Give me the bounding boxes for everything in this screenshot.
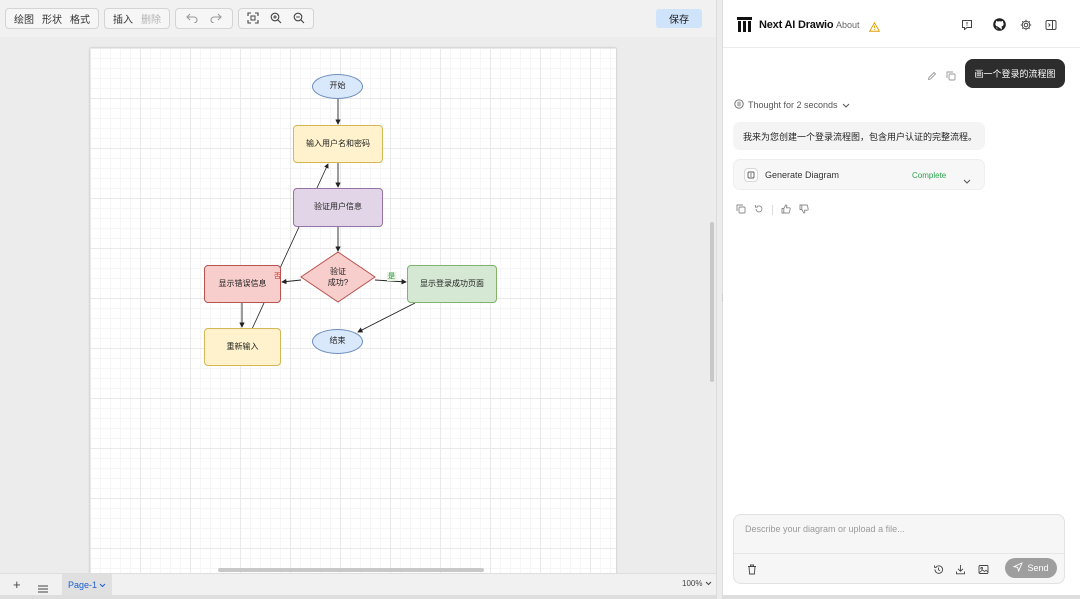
chat-bottom-edge: [723, 595, 1080, 599]
feedback-icon[interactable]: [961, 18, 973, 36]
edit-group: 插入 删除: [104, 7, 170, 29]
assistant-message: 我来为您创建一个登录流程图，包含用户认证的完整流程。: [733, 122, 985, 150]
settings-gear-icon[interactable]: [1020, 18, 1032, 36]
insert-button[interactable]: 插入: [113, 14, 133, 26]
send-button[interactable]: Send: [1005, 558, 1057, 578]
panel-resizer[interactable]: ⋮: [716, 0, 727, 599]
tool-status: Complete: [912, 171, 947, 180]
node-end[interactable]: 结束: [312, 329, 363, 354]
thought-toggle[interactable]: Thought for 2 seconds: [734, 99, 850, 111]
zoom-group: [238, 7, 314, 29]
delete-button[interactable]: 删除: [141, 14, 161, 26]
diagram-edges: [239, 99, 416, 333]
add-page-icon[interactable]: +: [13, 577, 21, 592]
node-start[interactable]: 开始: [312, 74, 363, 99]
thought-label: Thought for 2 seconds: [748, 100, 838, 110]
node-show-success[interactable]: 显示登录成功页面: [407, 265, 497, 303]
menu-group: 绘图 形状 格式: [5, 7, 99, 29]
tool-icon: [744, 168, 758, 182]
user-message: 画一个登录的流程图: [965, 59, 1065, 88]
decision-line-2: 成功?: [327, 278, 349, 287]
send-label: Send: [1027, 563, 1049, 573]
diagram-canvas[interactable]: 开始 输入用户名和密码 验证用户信息 验证 成功? 显示错误信息 显示登录成功页…: [0, 37, 716, 573]
node-reenter[interactable]: 重新输入: [204, 328, 281, 366]
node-verify-user[interactable]: 验证用户信息: [293, 188, 383, 227]
node-show-error[interactable]: 显示错误信息: [204, 265, 281, 303]
fit-icon[interactable]: [247, 12, 259, 24]
history-icon[interactable]: [933, 562, 944, 580]
app-logo-icon: [737, 17, 752, 37]
zoom-in-icon[interactable]: [270, 12, 282, 24]
about-link[interactable]: About: [836, 20, 860, 30]
vertical-scrollbar[interactable]: [710, 222, 714, 382]
node-input-credentials[interactable]: 输入用户名和密码: [293, 125, 383, 163]
horizontal-scrollbar[interactable]: [218, 568, 484, 572]
thumbs-up-icon[interactable]: [781, 201, 791, 219]
clear-chat-icon[interactable]: [747, 562, 757, 580]
warning-icon[interactable]: [868, 19, 881, 37]
thumbs-down-icon[interactable]: [799, 201, 809, 219]
app-title: Next AI Drawio: [759, 19, 834, 31]
zoom-level: 100%: [682, 579, 703, 588]
chat-header: Next AI Drawio About: [723, 0, 1080, 48]
undo-icon[interactable]: [186, 13, 198, 23]
chat-input-card: Send: [733, 514, 1065, 584]
page-tab-label: Page-1: [67, 579, 98, 590]
zoom-chevron-icon: [705, 579, 712, 588]
save-button[interactable]: 保存: [656, 9, 702, 28]
tool-call-card[interactable]: Generate Diagram Complete: [733, 159, 985, 190]
tool-name: Generate Diagram: [765, 170, 840, 180]
menu-draw[interactable]: 绘图: [14, 14, 34, 26]
regenerate-icon[interactable]: [754, 201, 764, 219]
redo-icon[interactable]: [210, 13, 222, 23]
tab-page-1[interactable]: Page-1: [62, 574, 112, 595]
message-actions: [736, 201, 809, 219]
chevron-down-icon[interactable]: [963, 171, 971, 189]
history-group: [175, 7, 233, 29]
edge-success-end: [357, 302, 416, 333]
page-bar: + Page-1 100%: [0, 573, 716, 595]
zoom-select[interactable]: 100%: [682, 579, 712, 588]
edge-decision-error: [281, 278, 302, 285]
diagram-editor: 绘图 形状 格式 插入 删除 保存: [0, 0, 716, 599]
edit-message-icon[interactable]: [927, 68, 937, 86]
chat-panel: Next AI Drawio About 画一个登录的流程图 Thought f…: [723, 0, 1080, 599]
github-icon[interactable]: [993, 18, 1006, 36]
edge-label-yes: 是: [387, 272, 396, 281]
input-divider: [734, 553, 1064, 554]
menu-shape[interactable]: 形状: [42, 14, 62, 26]
collapse-panel-icon[interactable]: [1045, 18, 1057, 36]
brain-icon: [734, 99, 744, 111]
editor-bottom-edge: [0, 595, 716, 599]
editor-toolbar: 绘图 形状 格式 插入 删除 保存: [0, 0, 716, 36]
actions-separator: [772, 205, 773, 215]
copy-message-icon[interactable]: [946, 68, 956, 86]
edge-label-no: 否: [274, 273, 281, 280]
send-icon: [1013, 562, 1024, 574]
node-decision[interactable]: 验证 成功?: [313, 266, 363, 290]
edge-decision-success: [374, 279, 407, 285]
chevron-down-icon: [842, 100, 850, 110]
download-icon[interactable]: [955, 562, 966, 580]
menu-format[interactable]: 格式: [70, 14, 90, 26]
chat-input[interactable]: [745, 524, 1055, 534]
decision-line-1: 验证: [330, 267, 346, 277]
zoom-out-icon[interactable]: [293, 12, 305, 24]
decision-diamond: [300, 251, 376, 303]
image-upload-icon[interactable]: [978, 562, 989, 580]
copy-icon[interactable]: [736, 201, 746, 219]
chevron-down-icon: [99, 580, 106, 590]
pages-menu-icon[interactable]: [38, 580, 48, 598]
